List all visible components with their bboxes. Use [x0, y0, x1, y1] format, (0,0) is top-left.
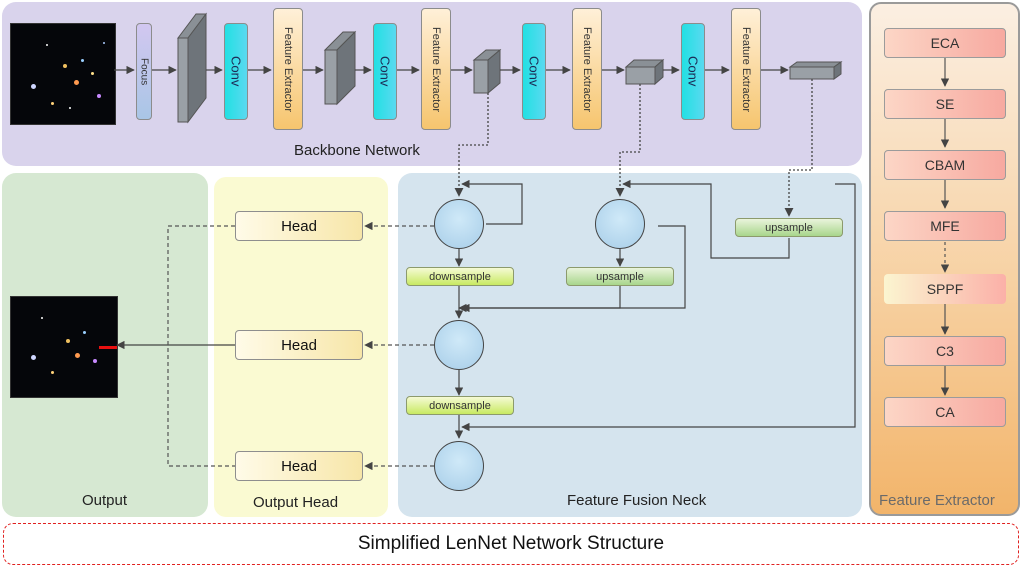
- conv-block-2: Conv: [373, 23, 397, 120]
- focus-label: Focus: [138, 57, 150, 86]
- output-head-title: Output Head: [253, 494, 339, 511]
- ca-module: CA: [884, 397, 1006, 427]
- head-block-1: Head: [235, 211, 363, 241]
- diagram-title-text: Simplified LenNet Network Structure: [357, 533, 665, 554]
- head-block-2: Head: [235, 330, 363, 360]
- neck-title: Feature Fusion Neck: [567, 492, 707, 509]
- feature-extractor-label: Feature Extractor: [282, 26, 294, 112]
- head-block-3: Head: [235, 451, 363, 481]
- detection-box: [99, 346, 117, 349]
- feature-extractor-label: Feature Extractor: [581, 26, 593, 112]
- fusion-node-2: [595, 199, 645, 249]
- feature-extractor-block-1: Feature Extractor: [273, 8, 303, 130]
- conv-block-4: Conv: [681, 23, 705, 120]
- fusion-node-1: [434, 199, 484, 249]
- downsample-block-1: downsample: [406, 267, 514, 286]
- upsample-block-2: upsample: [735, 218, 843, 237]
- feature-extractor-panel: [869, 2, 1020, 516]
- conv-label: Conv: [526, 56, 542, 87]
- output-image: [10, 296, 118, 398]
- se-module: SE: [884, 89, 1006, 119]
- diagram-title: Simplified LenNet Network Structure: [3, 523, 1019, 565]
- mfe-module: MFE: [884, 211, 1006, 241]
- cbam-module: CBAM: [884, 150, 1006, 180]
- backbone-title: Backbone Network: [294, 142, 420, 159]
- feature-extractor-label: Feature Extractor: [430, 26, 442, 112]
- conv-label: Conv: [377, 56, 393, 87]
- feature-extractor-block-2: Feature Extractor: [421, 8, 451, 130]
- upsample-block-1: upsample: [566, 267, 674, 286]
- c3-module: C3: [884, 336, 1006, 366]
- downsample-block-2: downsample: [406, 396, 514, 415]
- fusion-node-4: [434, 441, 484, 491]
- sppf-module: SPPF: [884, 274, 1006, 304]
- conv-block-1: Conv: [224, 23, 248, 120]
- conv-block-3: Conv: [522, 23, 546, 120]
- input-image: [10, 23, 116, 125]
- fusion-node-3: [434, 320, 484, 370]
- output-title: Output: [82, 492, 128, 509]
- feature-extractor-title: Feature Extractor: [879, 492, 995, 509]
- feature-extractor-block-4: Feature Extractor: [731, 8, 761, 130]
- focus-block: Focus: [136, 23, 152, 120]
- conv-label: Conv: [685, 56, 701, 87]
- feature-extractor-label: Feature Extractor: [740, 26, 752, 112]
- feature-extractor-block-3: Feature Extractor: [572, 8, 602, 130]
- conv-label: Conv: [228, 56, 244, 87]
- eca-module: ECA: [884, 28, 1006, 58]
